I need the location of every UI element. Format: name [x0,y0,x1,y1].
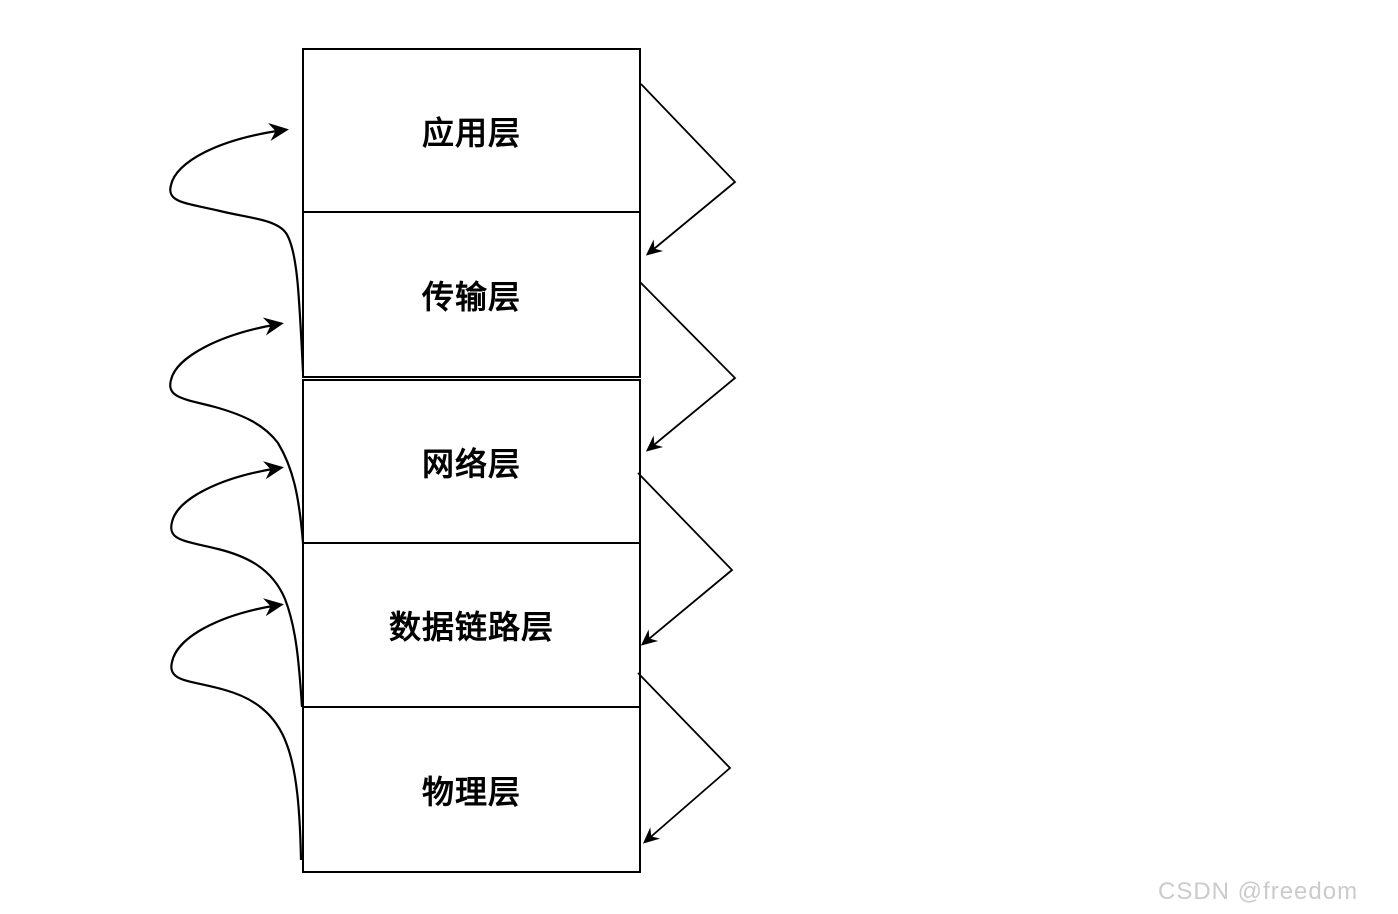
down-arrow-4-icon [637,672,732,844]
layer-box-transport [302,211,641,378]
layer-box-physical [302,706,641,873]
up-arrow-4-icon [170,598,303,861]
down-arrow-3-icon [637,472,734,646]
watermark: CSDN @freedom [1158,878,1359,905]
up-arrow-1-icon [169,122,305,373]
up-arrow-3-icon [170,461,304,708]
up-arrow-2-icon [169,317,305,544]
layer-box-datalink [302,542,641,708]
layer-box-application [302,48,641,213]
down-arrow-2-icon [639,281,737,452]
down-arrow-1-icon [640,83,737,256]
layer-box-network [302,379,641,544]
